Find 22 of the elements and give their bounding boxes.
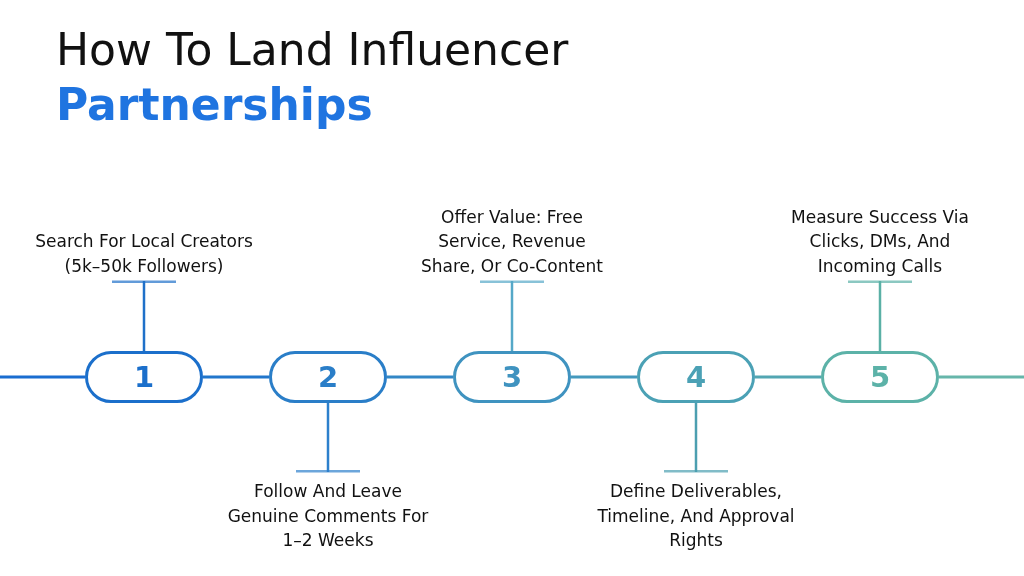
step-description: Offer Value: Free Service, Revenue Share, Or Co-Content: [410, 204, 614, 281]
step-number-pill: 5: [821, 351, 939, 403]
step-number-pill: 4: [637, 351, 755, 403]
timeline-line: [755, 375, 821, 379]
step-number-pill: 3: [453, 351, 571, 403]
timeline-line: [387, 375, 453, 379]
connector-line: [848, 280, 912, 351]
timeline-line: [203, 375, 269, 379]
step-number-pill: 1: [85, 351, 203, 403]
step-description: Measure Success Via Clicks, DMs, And Incoming Calls: [769, 204, 991, 281]
step-description: Define Deliverables, Timeline, And Approval Rights: [585, 472, 807, 553]
connector-line: [296, 403, 360, 473]
connector-line: [480, 280, 544, 351]
timeline-line: [0, 375, 85, 379]
step-number-pill: 2: [269, 351, 387, 403]
title: How To Land Influencer Partnerships: [56, 23, 569, 132]
connector-line: [664, 403, 728, 473]
step-description: Search For Local Creators (5k–50k Followers): [33, 229, 255, 281]
connector-line: [112, 280, 176, 351]
timeline-line: [571, 375, 637, 379]
timeline-line: [939, 375, 1024, 379]
step-description: Follow And Leave Genuine Comments For 1–2 Weeks: [217, 472, 439, 553]
